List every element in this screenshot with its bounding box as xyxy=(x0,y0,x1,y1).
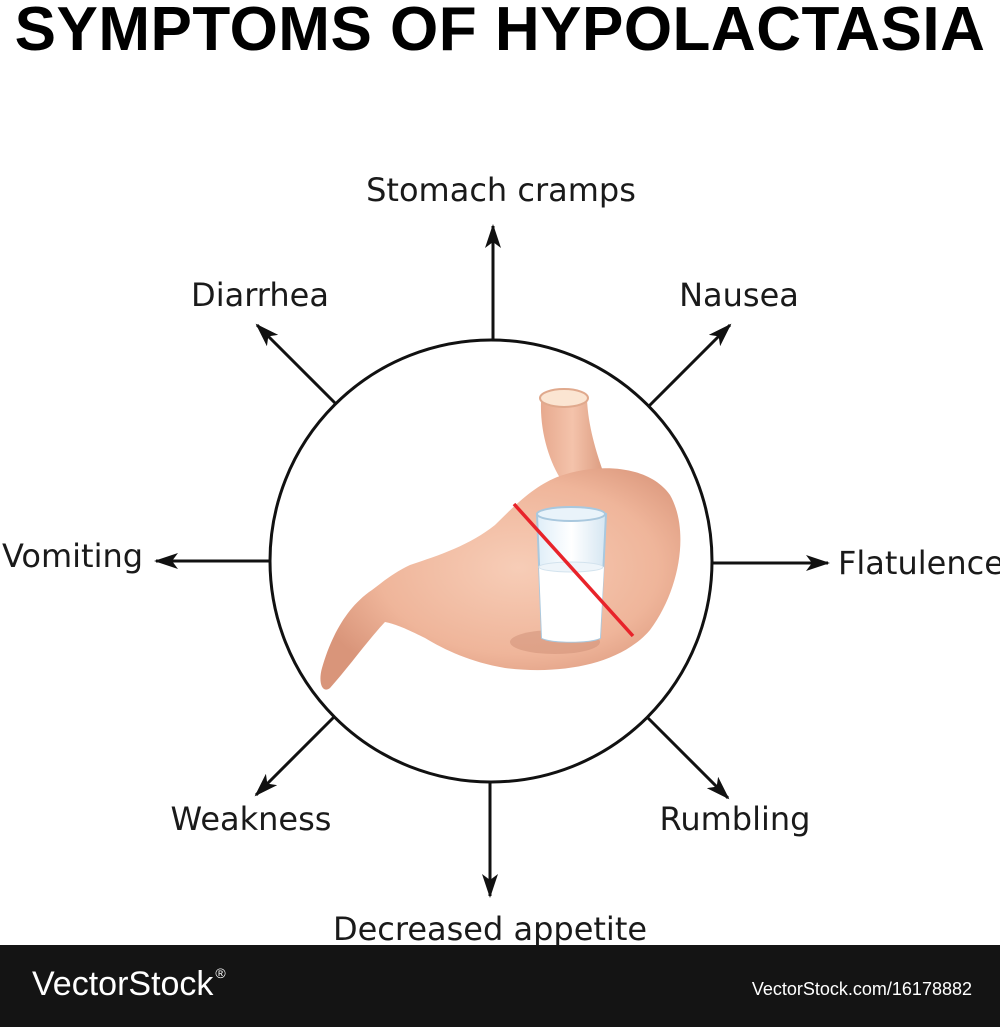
arrow-nausea xyxy=(647,323,732,408)
label-rumbling: Rumbling xyxy=(660,800,811,838)
label-diarrhea: Diarrhea xyxy=(191,276,329,314)
label-weakness: Weakness xyxy=(171,800,332,838)
label-vomiting: Vomiting xyxy=(2,537,143,575)
vectorstock-logo: VectorStock® xyxy=(32,965,226,1004)
brand-name: VectorStock xyxy=(32,965,214,1003)
registered-mark: ® xyxy=(215,965,226,981)
page-title: SYMPTOMS OF HYPOLACTASIA xyxy=(14,0,986,64)
watermark-footer: VectorStock® VectorStock.com/16178882 xyxy=(0,945,1000,1027)
arrow-diarrhea xyxy=(255,323,337,405)
label-nausea: Nausea xyxy=(679,276,799,314)
image-id: VectorStock.com/16178882 xyxy=(751,979,972,999)
arrow-rumbling xyxy=(646,716,730,800)
label-flatulence: Flatulence xyxy=(838,544,1000,582)
strike-line xyxy=(512,502,635,638)
label-decreased-appetite: Decreased appetite xyxy=(333,910,647,945)
milk-glass-icon xyxy=(535,506,608,643)
symptom-diagram: Stomach cramps Diarrhea Nausea Vomiting … xyxy=(2,171,1000,945)
label-stomach-cramps: Stomach cramps xyxy=(366,171,636,209)
arrow-weakness xyxy=(254,715,336,797)
